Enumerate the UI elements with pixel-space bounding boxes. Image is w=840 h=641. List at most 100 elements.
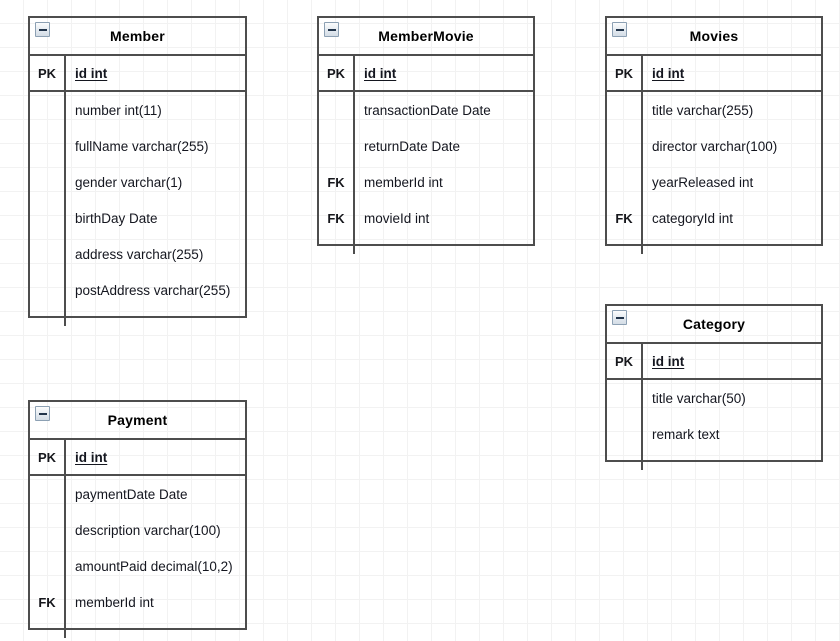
key-cell-spacer bbox=[607, 236, 643, 254]
entity-tail-spacer bbox=[319, 236, 533, 254]
attribute-row[interactable]: title varchar(255) bbox=[607, 92, 821, 128]
attribute-cell: birthDay Date bbox=[75, 210, 158, 226]
attribute-row[interactable]: amountPaid decimal(10,2) bbox=[30, 548, 245, 584]
attribute-row[interactable]: number int(11) bbox=[30, 92, 245, 128]
attribute-row[interactable]: description varchar(100) bbox=[30, 512, 245, 548]
attribute-cell-spacer bbox=[66, 620, 75, 638]
key-cell bbox=[30, 92, 66, 128]
attribute-cell: memberId int bbox=[364, 174, 443, 190]
key-cell: FK bbox=[319, 164, 355, 200]
attribute-row[interactable]: returnDate Date bbox=[319, 128, 533, 164]
attribute-cell: memberId int bbox=[75, 594, 154, 610]
key-cell: FK bbox=[607, 200, 643, 236]
key-cell bbox=[607, 92, 643, 128]
entity-title: Member bbox=[110, 28, 165, 44]
entity-tail-spacer bbox=[607, 236, 821, 254]
entity-title: Payment bbox=[107, 412, 168, 428]
key-cell bbox=[30, 548, 66, 584]
key-cell bbox=[607, 128, 643, 164]
attribute-cell-spacer bbox=[355, 236, 364, 254]
key-cell bbox=[319, 128, 355, 164]
entity-tail-spacer bbox=[30, 620, 245, 638]
attribute-cell: transactionDate Date bbox=[364, 102, 491, 118]
primary-key-row[interactable]: PK id int bbox=[607, 56, 821, 92]
minus-glyph bbox=[327, 28, 336, 31]
key-cell: PK bbox=[319, 56, 355, 90]
entity-title: MemberMovie bbox=[378, 28, 474, 44]
attribute-row[interactable]: yearReleased int bbox=[607, 164, 821, 200]
entity-title-row: Member bbox=[30, 18, 245, 56]
attribute-row[interactable]: postAddress varchar(255) bbox=[30, 272, 245, 308]
entity-tail-spacer bbox=[30, 308, 245, 326]
key-cell bbox=[607, 380, 643, 416]
entity-title: Movies bbox=[689, 28, 739, 44]
key-cell-spacer bbox=[30, 620, 66, 638]
attribute-cell: id int bbox=[75, 449, 108, 465]
attribute-cell: yearReleased int bbox=[652, 174, 754, 190]
entity-title-row: Payment bbox=[30, 402, 245, 440]
attribute-cell: amountPaid decimal(10,2) bbox=[75, 558, 233, 574]
attribute-row[interactable]: FK memberId int bbox=[319, 164, 533, 200]
key-cell: PK bbox=[607, 56, 643, 90]
attribute-cell: id int bbox=[364, 65, 397, 81]
key-cell bbox=[30, 272, 66, 308]
key-cell bbox=[30, 236, 66, 272]
attribute-row[interactable]: remark text bbox=[607, 416, 821, 452]
primary-key-row[interactable]: PK id int bbox=[30, 56, 245, 92]
key-cell: FK bbox=[30, 584, 66, 620]
entity-title: Category bbox=[682, 316, 746, 332]
minus-box-icon[interactable] bbox=[612, 22, 627, 37]
entity-tail-spacer bbox=[607, 452, 821, 470]
attribute-cell: id int bbox=[75, 65, 108, 81]
minus-glyph bbox=[38, 28, 47, 31]
attribute-cell: returnDate Date bbox=[364, 138, 461, 154]
attribute-row[interactable]: address varchar(255) bbox=[30, 236, 245, 272]
key-cell bbox=[30, 476, 66, 512]
primary-key-row[interactable]: PK id int bbox=[319, 56, 533, 92]
attribute-cell: categoryId int bbox=[652, 210, 734, 226]
minus-box-icon[interactable] bbox=[35, 406, 50, 421]
minus-box-icon[interactable] bbox=[612, 310, 627, 325]
attribute-row[interactable]: FK memberId int bbox=[30, 584, 245, 620]
attribute-row[interactable]: transactionDate Date bbox=[319, 92, 533, 128]
minus-glyph bbox=[38, 412, 47, 415]
key-cell bbox=[30, 512, 66, 548]
attribute-row[interactable]: birthDay Date bbox=[30, 200, 245, 236]
attribute-cell: title varchar(50) bbox=[652, 390, 746, 406]
attribute-row[interactable]: FK categoryId int bbox=[607, 200, 821, 236]
key-cell-spacer bbox=[319, 236, 355, 254]
attribute-cell: id int bbox=[652, 65, 685, 81]
attribute-row[interactable]: fullName varchar(255) bbox=[30, 128, 245, 164]
minus-box-icon[interactable] bbox=[324, 22, 339, 37]
minus-glyph bbox=[615, 28, 624, 31]
attribute-cell: postAddress varchar(255) bbox=[75, 282, 231, 298]
key-cell bbox=[30, 164, 66, 200]
entity-title-row: MemberMovie bbox=[319, 18, 533, 56]
attribute-row[interactable]: gender varchar(1) bbox=[30, 164, 245, 200]
attribute-row[interactable]: director varchar(100) bbox=[607, 128, 821, 164]
attribute-cell: id int bbox=[652, 353, 685, 369]
key-cell: FK bbox=[319, 200, 355, 236]
attribute-row[interactable]: paymentDate Date bbox=[30, 476, 245, 512]
attribute-cell: gender varchar(1) bbox=[75, 174, 183, 190]
attribute-cell: number int(11) bbox=[75, 102, 162, 118]
entity-title-row: Movies bbox=[607, 18, 821, 56]
attribute-cell: director varchar(100) bbox=[652, 138, 778, 154]
key-cell bbox=[607, 164, 643, 200]
attribute-cell: address varchar(255) bbox=[75, 246, 204, 262]
minus-box-icon[interactable] bbox=[35, 22, 50, 37]
attribute-row[interactable]: title varchar(50) bbox=[607, 380, 821, 416]
key-cell: PK bbox=[30, 56, 66, 90]
key-cell bbox=[30, 200, 66, 236]
